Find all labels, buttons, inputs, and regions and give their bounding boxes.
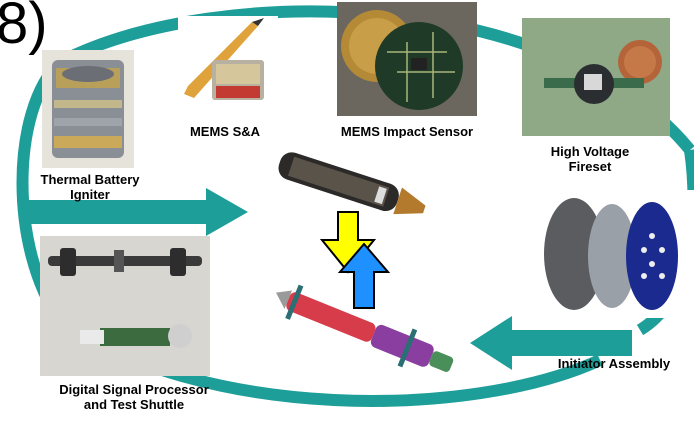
dsp-image (40, 236, 210, 376)
label-thermal-battery-line2: Igniter (70, 187, 110, 202)
label-fireset: High Voltage Fireset (520, 144, 660, 174)
projectile-image (258, 282, 478, 382)
initiator-assembly-image (522, 190, 694, 318)
label-thermal-battery: Thermal Battery Igniter (20, 172, 160, 202)
left-arrow (20, 188, 248, 236)
label-fireset-line1: High Voltage (550, 144, 630, 159)
label-dsp-line2: and Test Shuttle (83, 397, 185, 412)
label-mems-impact-sensor: MEMS Impact Sensor (340, 124, 474, 139)
title-fragment: 8) (0, 0, 48, 56)
label-initiator-assembly: Initiator Assembly (557, 356, 671, 371)
label-mems-sa: MEMS S&A (189, 124, 261, 139)
mems-impact-sensor-image (337, 2, 477, 116)
fireset-image (522, 18, 670, 136)
label-dsp-line1: Digital Signal Processor (59, 382, 209, 397)
mems-sa-image (178, 16, 278, 116)
yellow-blue-arrows (320, 211, 391, 309)
right-arrow (470, 316, 632, 370)
label-fireset-line2: Fireset (568, 159, 612, 174)
label-thermal-battery-line1: Thermal Battery (40, 172, 140, 187)
label-dsp: Digital Signal Processor and Test Shuttl… (24, 382, 244, 412)
thermal-battery-image (42, 50, 134, 168)
